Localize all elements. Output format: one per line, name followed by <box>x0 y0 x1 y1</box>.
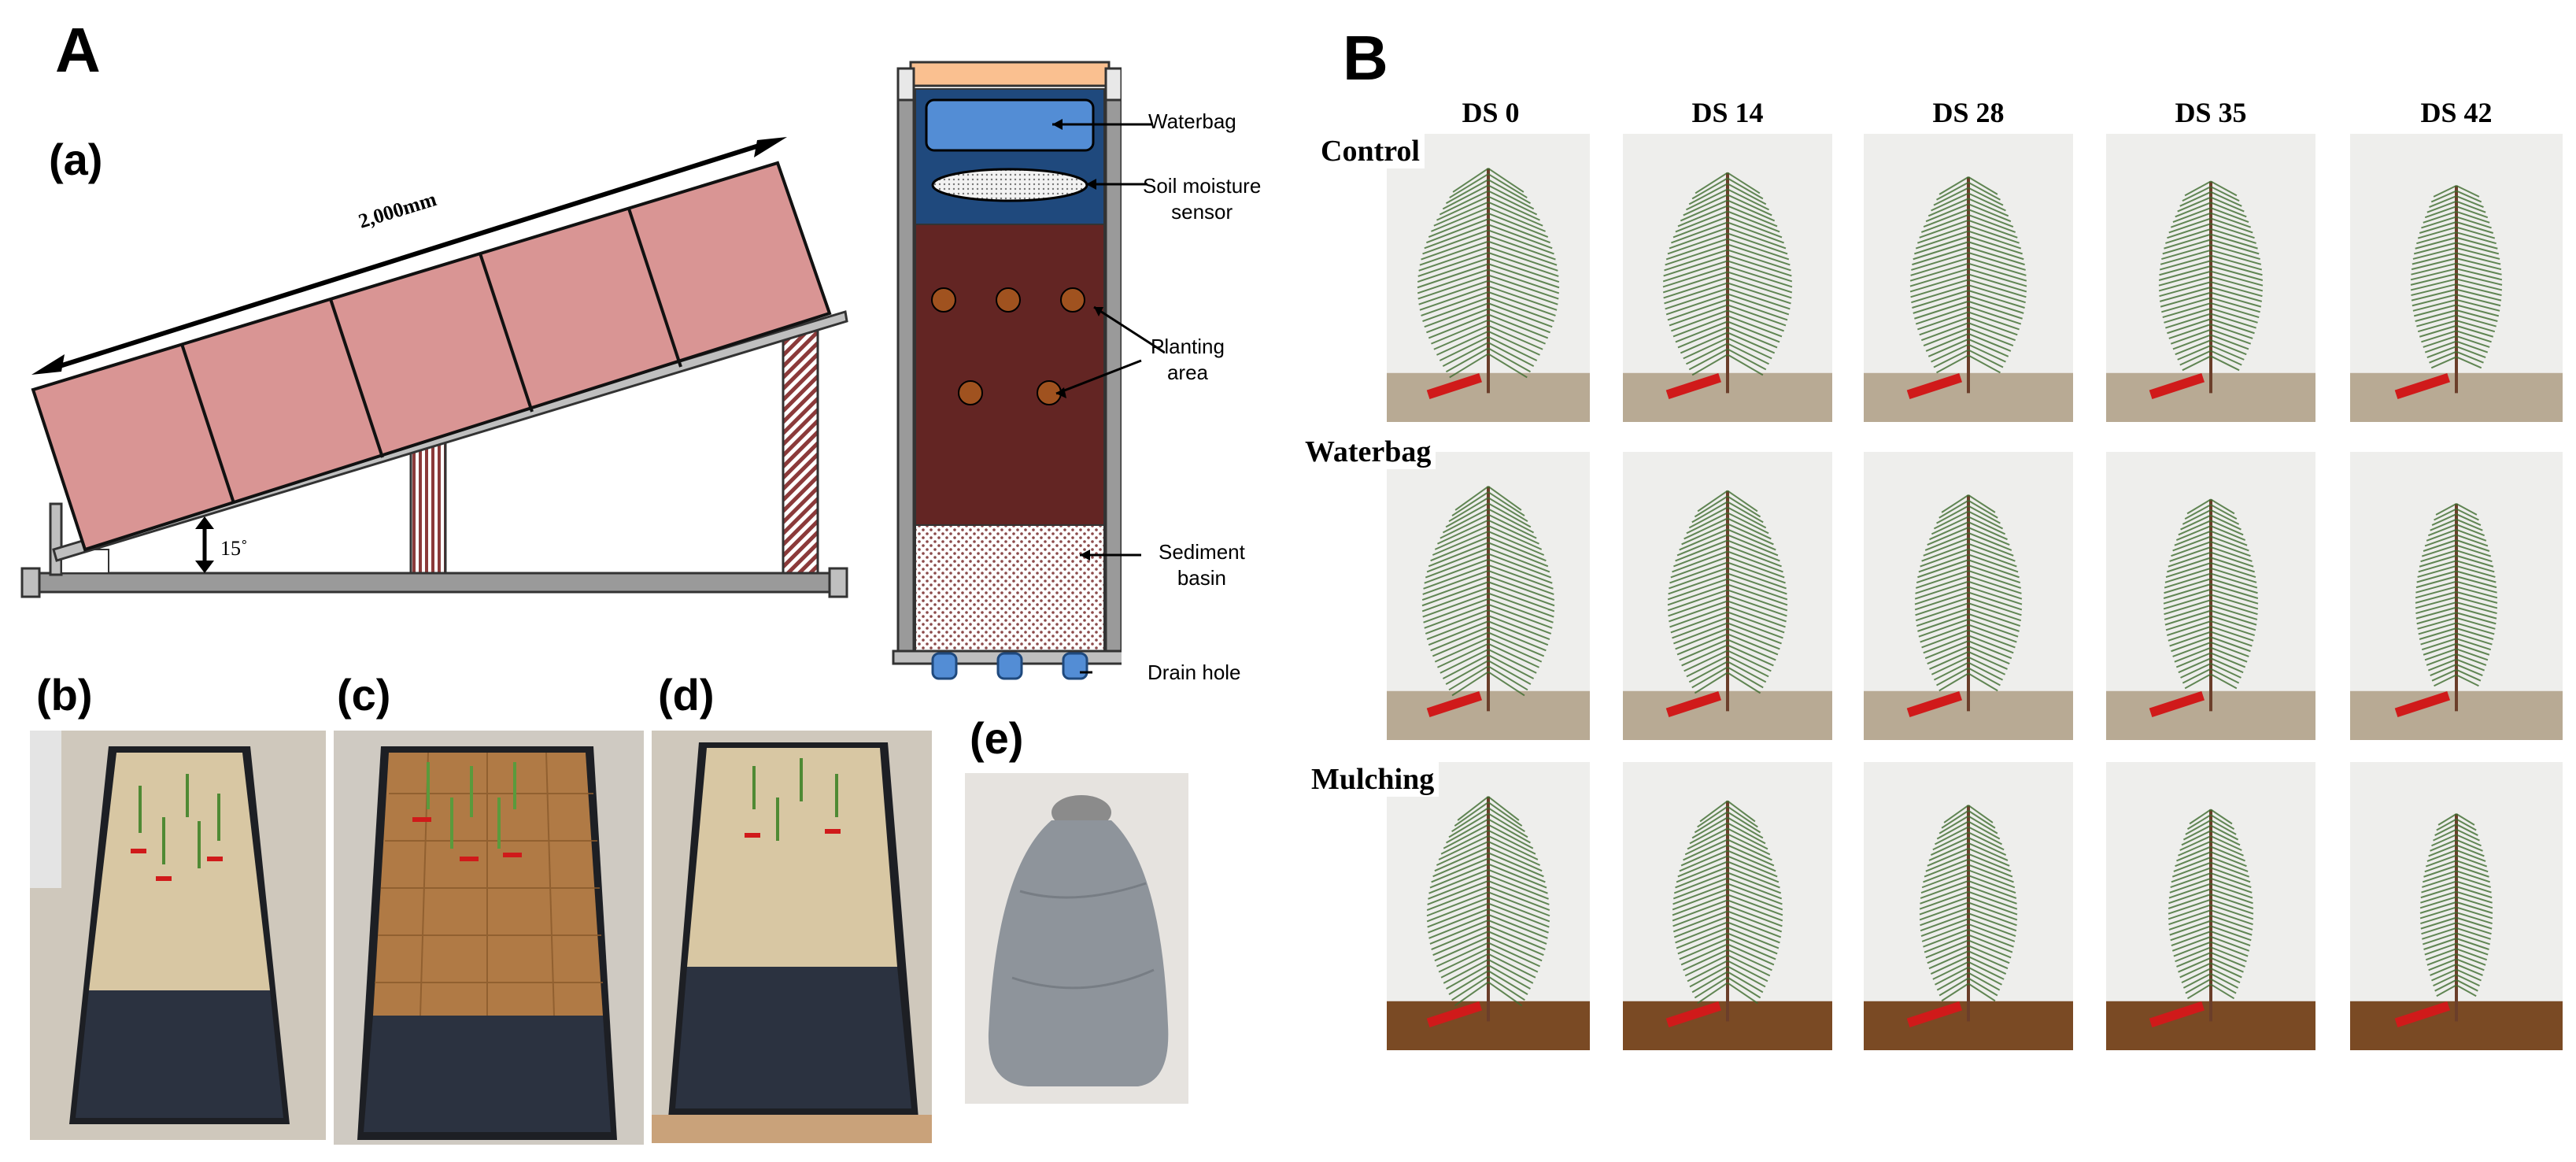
row-label-mulching: Mulching <box>1306 762 1440 797</box>
seedling-photo <box>2106 762 2315 1050</box>
seedling-photo <box>1864 134 2073 422</box>
subpanel-a-label: (a) <box>49 135 103 184</box>
panel-divider <box>627 208 682 368</box>
seedling-hole <box>1060 287 1085 313</box>
seedling-photo <box>2350 134 2563 422</box>
seedling-photo <box>1387 762 1590 1050</box>
column-header-ds0: DS 0 <box>1462 97 1520 128</box>
seedling-photo <box>2350 762 2563 1050</box>
middle-post <box>409 439 447 575</box>
column-wall-left <box>896 98 915 653</box>
seedling-hole <box>996 287 1021 313</box>
seedling-photo <box>1387 452 1590 740</box>
row-label-waterbag: Waterbag <box>1300 435 1436 469</box>
drain-hole-shape <box>996 652 1023 680</box>
seedling-hole <box>931 287 956 313</box>
column-diagram <box>892 61 1122 680</box>
angle-arrow-icon <box>195 516 214 573</box>
sediment-basin-shape <box>915 524 1105 652</box>
photo-waterbag <box>965 773 1188 1104</box>
photo-trough-mulching <box>334 731 644 1145</box>
seedling-hole <box>958 380 983 405</box>
subpanel-e-label: (e) <box>970 713 1024 763</box>
pointer-arrows <box>1052 119 1165 674</box>
column-header-ds14: DS 14 <box>1691 97 1764 128</box>
column-header-ds42: DS 42 <box>2420 97 2493 128</box>
subpanel-b-label: (b) <box>36 670 93 720</box>
seedling-photo <box>1387 134 1590 422</box>
photo-trough-waterbag <box>652 731 932 1143</box>
panel-a-letter: A <box>55 15 101 85</box>
angle-label: 15˚ <box>220 537 248 560</box>
tilted-frame-diagram <box>20 137 848 598</box>
seedling-photo <box>1623 452 1832 740</box>
column-header-ds35: DS 35 <box>2175 97 2247 128</box>
subpanel-c-label: (c) <box>337 670 391 720</box>
seedling-photo <box>1623 762 1832 1050</box>
sediment-basin-label: Sediment basin <box>1159 540 1245 590</box>
solar-panel-array <box>31 161 832 552</box>
panel-divider <box>180 343 235 504</box>
seedling-photo <box>1623 134 1832 422</box>
drain-hole-shape <box>931 652 958 680</box>
planting-area-label: Planting area <box>1151 335 1225 384</box>
right-post <box>782 323 819 575</box>
seedling-photo <box>2106 134 2315 422</box>
waterbag-label: Waterbag <box>1148 109 1236 133</box>
photo-trough-control <box>30 731 326 1140</box>
base-foot-left <box>20 567 41 598</box>
base-foot-right <box>828 567 848 598</box>
seedling-photo <box>1864 452 2073 740</box>
soil-moisture-label: Soil moisture sensor <box>1143 174 1262 224</box>
left-post <box>49 502 63 576</box>
seedling-photo <box>1864 762 2073 1050</box>
panel-divider <box>479 253 534 413</box>
double-arrow-icon <box>31 137 787 375</box>
drain-hole-label: Drain hole <box>1148 661 1241 684</box>
row-label-control: Control <box>1316 134 1425 168</box>
column-cap <box>909 61 1111 87</box>
seedling-photo <box>2106 452 2315 740</box>
subpanel-d-label: (d) <box>658 670 715 720</box>
panel-divider <box>329 298 384 458</box>
base-rail <box>25 572 847 594</box>
seedling-photo <box>2350 452 2563 740</box>
column-header-ds28: DS 28 <box>1932 97 2005 128</box>
panel-b-letter: B <box>1343 23 1388 93</box>
